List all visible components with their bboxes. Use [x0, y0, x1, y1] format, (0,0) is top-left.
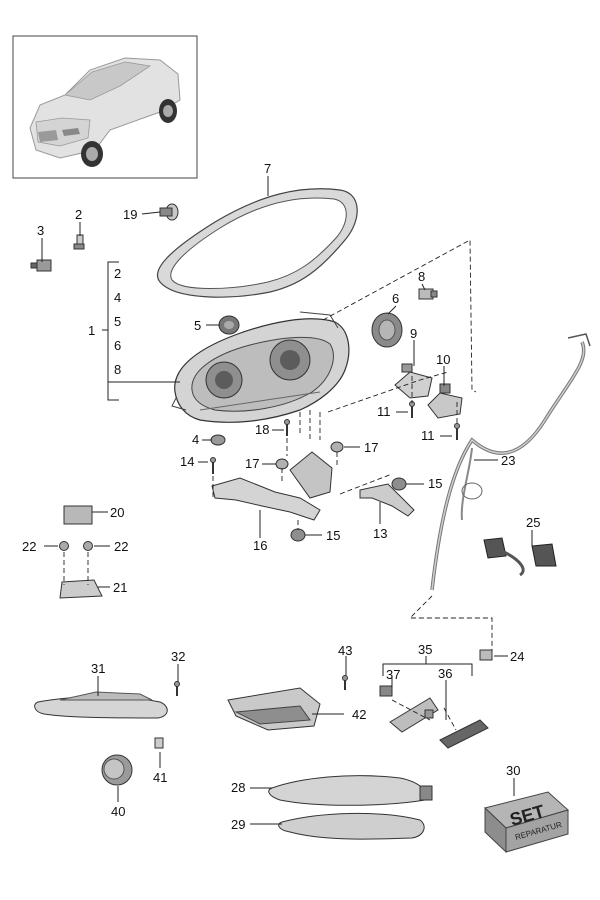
nut-22a[interactable]	[59, 541, 69, 551]
callout-5[interactable]: 5	[194, 318, 201, 333]
headlight-cover-cap[interactable]	[371, 312, 403, 348]
callout-11-upper[interactable]: 11	[377, 404, 391, 419]
screw-11b[interactable]	[454, 423, 460, 441]
callout-9[interactable]: 9	[410, 326, 417, 341]
fog-light-40[interactable]	[101, 754, 133, 786]
callout-42[interactable]: 42	[352, 707, 366, 722]
control-unit-10[interactable]	[427, 383, 463, 419]
screw-18[interactable]	[284, 419, 290, 437]
callout-13[interactable]: 13	[373, 526, 387, 541]
mounting-bracket-16[interactable]	[211, 451, 333, 521]
callout-21[interactable]: 21	[113, 580, 127, 595]
callout-11-lower[interactable]: 11	[421, 428, 435, 443]
callout-19[interactable]: 19	[123, 207, 137, 222]
reflector-36[interactable]	[439, 719, 489, 749]
callout-35[interactable]: 35	[418, 642, 432, 657]
callout-3[interactable]: 3	[37, 223, 44, 238]
callout-41[interactable]: 41	[153, 770, 167, 785]
callout-37[interactable]: 37	[386, 667, 400, 682]
callout-29[interactable]: 29	[231, 817, 245, 832]
callout-30[interactable]: 30	[506, 763, 520, 778]
trim-panel-28[interactable]	[268, 775, 433, 806]
callout-17-left[interactable]: 17	[245, 456, 259, 471]
harness-adapter-25[interactable]	[483, 537, 557, 577]
callout-4[interactable]: 4	[192, 432, 199, 447]
callout-23[interactable]: 23	[501, 453, 515, 468]
callout-25[interactable]: 25	[526, 515, 540, 530]
connector-8[interactable]	[418, 288, 438, 300]
callout-22-right[interactable]: 22	[114, 539, 128, 554]
callout-15-lower[interactable]: 15	[326, 528, 340, 543]
group-bracket-35	[382, 656, 473, 676]
callout-7[interactable]: 7	[264, 161, 271, 176]
control-unit-9[interactable]	[394, 363, 433, 399]
bracket-21[interactable]	[59, 579, 103, 599]
callout-10[interactable]: 10	[436, 352, 450, 367]
buffer-15a[interactable]	[391, 477, 407, 491]
bulb-19[interactable]	[159, 203, 179, 221]
callout-36[interactable]: 36	[438, 666, 452, 681]
callout-20[interactable]: 20	[110, 505, 124, 520]
screw-14[interactable]	[210, 457, 216, 475]
callout-6[interactable]: 6	[392, 291, 399, 306]
headlight-assembly[interactable]	[171, 311, 350, 423]
callout-16[interactable]: 16	[253, 538, 267, 553]
group-bracket-1	[102, 261, 180, 401]
nut-4[interactable]	[210, 434, 226, 446]
buffer-15b[interactable]	[290, 528, 306, 542]
callout-4-list[interactable]: 4	[114, 290, 121, 305]
wiring-harness-23[interactable]	[430, 333, 591, 591]
bulb-2[interactable]	[73, 234, 85, 250]
screw-43[interactable]	[342, 675, 348, 691]
trim-panel-29[interactable]	[278, 812, 425, 840]
callout-18[interactable]: 18	[255, 422, 269, 437]
repair-set-box-30[interactable]: SET REPARATUR	[484, 791, 570, 854]
callout-24[interactable]: 24	[510, 649, 524, 664]
callout-8-list[interactable]: 8	[114, 362, 121, 377]
callout-labels: 7 19 2 3 2 4 5 6 8 1 5 6 8 9 10 11 11 4 …	[22, 161, 540, 832]
callout-22-left[interactable]: 22	[22, 539, 36, 554]
vehicle-thumbnail	[12, 35, 198, 179]
screw-32[interactable]	[174, 681, 180, 697]
callout-8[interactable]: 8	[418, 269, 425, 284]
control-module-20[interactable]	[63, 505, 93, 525]
dashed-reference-lines	[63, 239, 493, 731]
reflector-assembly-35[interactable]	[379, 685, 439, 733]
callout-1[interactable]: 1	[88, 323, 95, 338]
connector-24[interactable]	[479, 649, 493, 661]
callout-28[interactable]: 28	[231, 780, 245, 795]
screw-11a[interactable]	[409, 401, 415, 419]
leader-lines	[41, 176, 533, 825]
bulb-41[interactable]	[154, 737, 164, 749]
callout-17-right[interactable]: 17	[364, 440, 378, 455]
bulb-holder-3[interactable]	[30, 259, 52, 272]
callout-15-upper[interactable]: 15	[428, 476, 442, 491]
bracket-13[interactable]	[359, 483, 415, 517]
daytime-running-light-31[interactable]	[34, 691, 168, 719]
callout-32[interactable]: 32	[171, 649, 185, 664]
side-lamp-42[interactable]	[227, 687, 321, 731]
nut-22b[interactable]	[83, 541, 93, 551]
callout-2-top[interactable]: 2	[75, 207, 82, 222]
callout-5-list[interactable]: 5	[114, 314, 121, 329]
callout-6-list[interactable]: 6	[114, 338, 121, 353]
callout-14[interactable]: 14	[180, 454, 194, 469]
callout-31[interactable]: 31	[91, 661, 105, 676]
buffer-17a[interactable]	[275, 458, 289, 470]
buffer-17b[interactable]	[330, 441, 344, 453]
small-cover-cap[interactable]	[218, 315, 240, 335]
callout-40[interactable]: 40	[111, 804, 125, 819]
headlight-gasket[interactable]	[156, 188, 358, 298]
callout-43[interactable]: 43	[338, 643, 352, 658]
callout-2-list[interactable]: 2	[114, 266, 121, 281]
